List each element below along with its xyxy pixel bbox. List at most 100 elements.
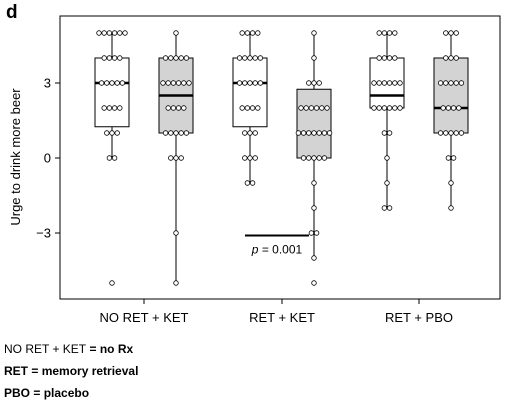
data-point bbox=[313, 105, 320, 111]
data-point bbox=[111, 55, 118, 61]
box-light bbox=[94, 30, 130, 286]
data-point bbox=[170, 80, 177, 86]
data-point bbox=[236, 80, 243, 86]
data-point bbox=[381, 130, 388, 136]
data-point bbox=[160, 80, 166, 86]
data-point bbox=[117, 105, 123, 111]
data-point bbox=[247, 130, 253, 136]
data-point bbox=[168, 155, 174, 161]
legend-entry-ret: RET = memory retrieval bbox=[4, 364, 138, 378]
data-point bbox=[96, 30, 102, 36]
data-point bbox=[111, 105, 118, 111]
data-point bbox=[106, 155, 113, 161]
data-point bbox=[311, 30, 317, 36]
data-point bbox=[249, 30, 256, 36]
box-plot-chart: Urge to drink more beer −303 NO RET + KE… bbox=[8, 15, 501, 325]
data-point bbox=[255, 105, 261, 111]
data-point bbox=[381, 205, 388, 211]
data-point bbox=[249, 105, 256, 111]
data-point bbox=[448, 130, 454, 136]
data-point bbox=[252, 130, 258, 136]
data-point bbox=[311, 130, 317, 136]
data-point bbox=[306, 155, 312, 161]
data-point bbox=[371, 105, 377, 111]
data-point bbox=[247, 80, 253, 86]
p-value: = 0.001 bbox=[258, 243, 302, 257]
data-point bbox=[168, 55, 174, 61]
data-point bbox=[183, 55, 190, 61]
data-point bbox=[397, 80, 403, 86]
data-point bbox=[175, 105, 182, 111]
data-point bbox=[448, 80, 454, 86]
x-tick-label: RET + KET bbox=[249, 310, 315, 325]
data-point bbox=[244, 180, 251, 186]
legend-definition: placebo bbox=[43, 386, 90, 400]
data-point bbox=[448, 180, 454, 186]
data-point bbox=[247, 155, 253, 161]
data-point bbox=[445, 155, 452, 161]
data-point bbox=[249, 180, 256, 186]
data-point bbox=[376, 105, 382, 111]
box-iqr bbox=[433, 57, 469, 134]
box-dark bbox=[295, 30, 333, 286]
data-point bbox=[316, 155, 322, 161]
data-point bbox=[311, 55, 317, 61]
data-point bbox=[181, 80, 187, 86]
data-point bbox=[319, 105, 325, 111]
data-point bbox=[101, 55, 107, 61]
panel-label: d bbox=[6, 2, 18, 23]
legend-entry-pbo: PBO = placebo bbox=[4, 386, 89, 400]
data-point bbox=[109, 130, 115, 136]
data-point bbox=[440, 105, 446, 111]
data-point bbox=[376, 80, 382, 86]
data-point bbox=[117, 55, 123, 61]
data-point bbox=[101, 30, 107, 36]
data-point bbox=[316, 130, 322, 136]
data-point bbox=[162, 130, 169, 136]
data-point bbox=[111, 155, 118, 161]
data-point bbox=[392, 55, 398, 61]
data-point bbox=[257, 55, 264, 61]
data-point bbox=[371, 80, 377, 86]
data-point bbox=[397, 105, 403, 111]
legend-entry-no-rx: NO RET + KET = no Rx bbox=[4, 342, 133, 356]
data-point bbox=[303, 105, 309, 111]
data-point bbox=[300, 155, 307, 161]
data-point bbox=[381, 30, 388, 36]
data-point bbox=[306, 130, 312, 136]
data-point bbox=[242, 55, 248, 61]
data-point bbox=[324, 105, 330, 111]
data-point bbox=[313, 230, 320, 236]
data-point bbox=[443, 80, 449, 86]
data-point bbox=[376, 55, 382, 61]
data-point bbox=[173, 230, 179, 236]
data-point bbox=[316, 80, 322, 86]
data-point bbox=[458, 80, 465, 86]
legend-term: PBO bbox=[4, 386, 31, 400]
box-iqr bbox=[94, 57, 130, 128]
y-tick-label: −3 bbox=[36, 226, 51, 241]
data-point bbox=[109, 280, 115, 286]
data-point bbox=[306, 80, 312, 86]
data-point bbox=[443, 55, 449, 61]
data-point bbox=[311, 280, 317, 286]
data-point bbox=[168, 130, 174, 136]
data-point bbox=[170, 105, 177, 111]
data-point bbox=[295, 130, 302, 136]
data-point bbox=[386, 30, 393, 36]
data-point bbox=[326, 130, 333, 136]
data-point bbox=[443, 130, 449, 136]
data-point bbox=[252, 55, 258, 61]
x-tick-label: NO RET + KET bbox=[100, 310, 189, 325]
data-point bbox=[178, 155, 184, 161]
data-point bbox=[392, 30, 398, 36]
p-value-label: p = 0.001 bbox=[251, 243, 303, 257]
data-point bbox=[239, 105, 245, 111]
data-point bbox=[255, 30, 261, 36]
data-point bbox=[104, 80, 110, 86]
data-point bbox=[448, 55, 454, 61]
data-point bbox=[386, 55, 393, 61]
data-point bbox=[173, 155, 179, 161]
data-point bbox=[109, 80, 115, 86]
